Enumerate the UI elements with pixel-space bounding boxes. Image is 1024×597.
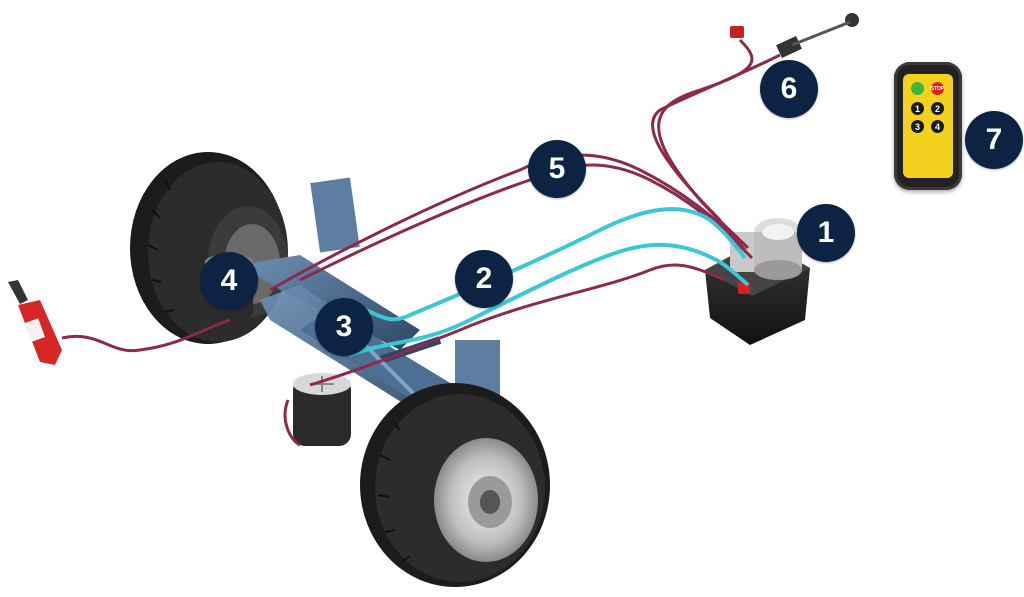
callout-7: 7 xyxy=(965,111,1023,169)
callout-2: 2 xyxy=(455,250,513,308)
callout-5: 5 xyxy=(528,140,586,198)
remote-key-3: 3 xyxy=(911,120,924,133)
remote-key-2: 2 xyxy=(931,102,944,115)
remote-key-4: 4 xyxy=(931,120,944,133)
callout-1: 1 xyxy=(797,204,855,262)
hand-controller xyxy=(8,280,62,365)
remote-stop-button: STOP xyxy=(931,82,944,95)
remote-key-1: 1 xyxy=(911,102,924,115)
pump-unit xyxy=(705,218,810,345)
air-bag-lower xyxy=(293,373,351,446)
callout-6: 6 xyxy=(760,60,818,118)
remote-face: STOP 1 2 3 4 xyxy=(903,74,953,178)
wheel-lower-right xyxy=(360,383,550,587)
callout-4: 4 xyxy=(200,252,258,310)
remote-control: STOP 1 2 3 4 xyxy=(894,62,962,190)
callout-3: 3 xyxy=(315,298,373,356)
hydraulic-lines xyxy=(344,207,750,357)
remote-start-button xyxy=(911,82,924,95)
